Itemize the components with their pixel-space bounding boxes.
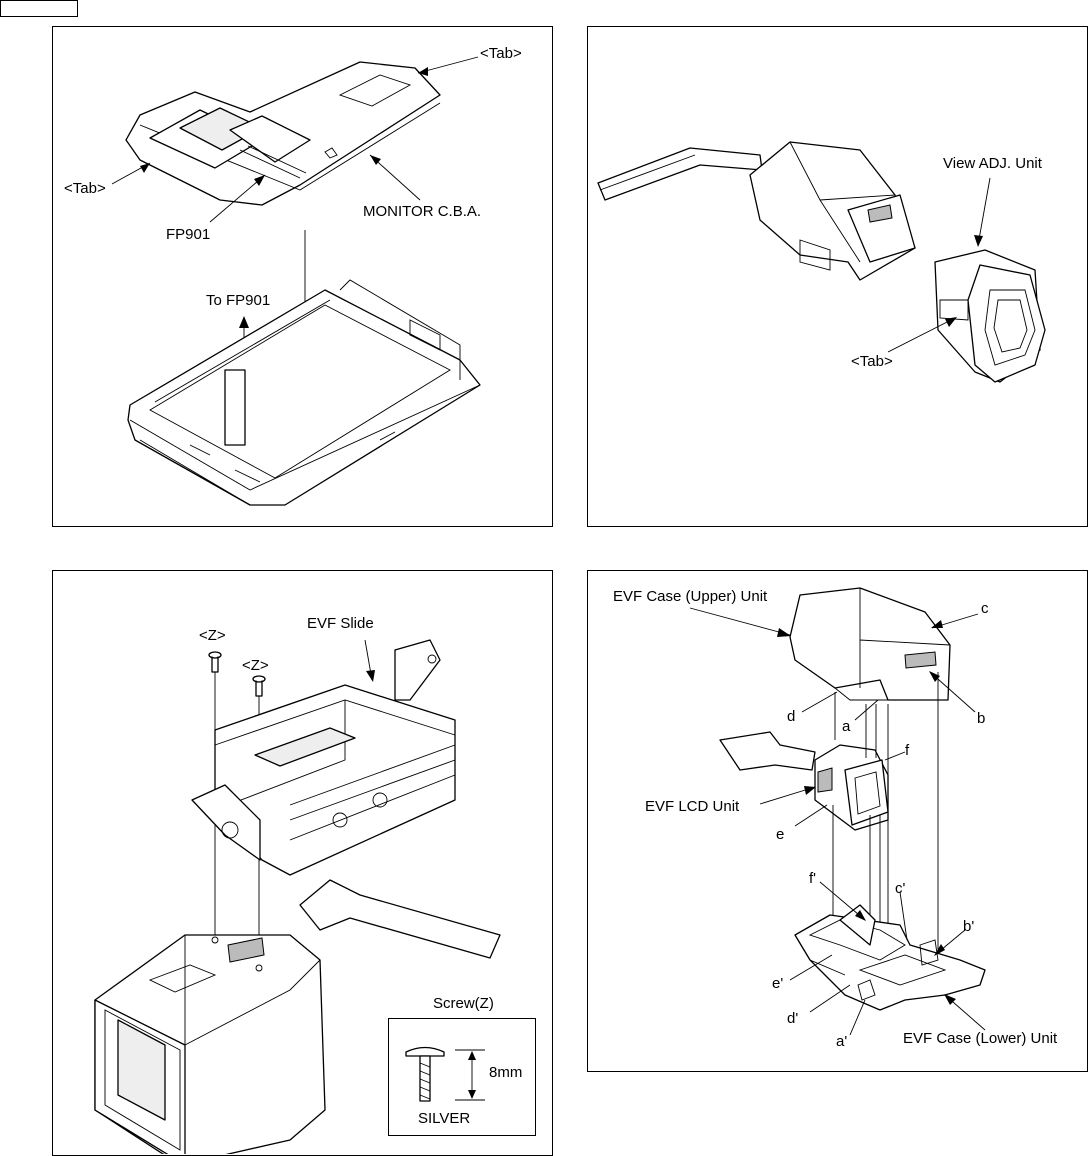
screw-z2-label: <Z> (242, 657, 269, 674)
fp901-label: FP901 (166, 226, 211, 243)
lcd-unit-label: EVF LCD Unit (645, 798, 740, 815)
screw-color-label: SILVER (418, 1110, 471, 1127)
monitor-frame (127, 279, 481, 506)
view-adj-unit-label: View ADJ. Unit (943, 155, 1042, 172)
evf-slide (191, 639, 456, 876)
screw-length-label: 8mm (489, 1064, 523, 1081)
screw-detail-box (388, 1018, 536, 1136)
f-prime-label: f' (809, 870, 817, 887)
tab-left-label: <Tab> (64, 180, 106, 197)
b-label: b (977, 710, 986, 727)
b-prime-label: b' (963, 918, 975, 935)
lower-unit-label: EVF Case (Lower) Unit (903, 1030, 1058, 1047)
upper-unit-label: EVF Case (Upper) Unit (613, 588, 768, 605)
a-label: a (842, 718, 851, 735)
screw-z1-label: <Z> (199, 627, 226, 644)
view-adj-unit (934, 249, 1046, 383)
screw-z-1 (208, 651, 222, 940)
monitor-cba-label: MONITOR C.B.A. (363, 203, 482, 220)
c-prime-label: c' (895, 880, 906, 897)
screw-title-label: Screw(Z) (433, 995, 494, 1012)
tab-top-label: <Tab> (480, 45, 522, 62)
a-prime-label: a' (836, 1033, 848, 1050)
d-prime-label: d' (787, 1010, 799, 1027)
screw-detail (405, 1046, 485, 1102)
page-corner-box (0, 0, 78, 17)
evf-case-lower (794, 904, 986, 1011)
e-label: e (776, 826, 785, 843)
evf-lcd-unit (814, 744, 889, 831)
evf-body (749, 141, 916, 281)
evf-slide-label: EVF Slide (307, 615, 374, 632)
tab-panel2-label: <Tab> (851, 353, 893, 370)
evf-case-upper (789, 587, 951, 701)
d-label: d (787, 708, 796, 725)
c-label: c (981, 600, 989, 617)
e-prime-label: e' (772, 975, 784, 992)
to-fp901-label: To FP901 (206, 292, 271, 309)
f-label: f (905, 742, 910, 759)
evf-unit (94, 934, 326, 1154)
monitor-cba-board (125, 61, 441, 206)
